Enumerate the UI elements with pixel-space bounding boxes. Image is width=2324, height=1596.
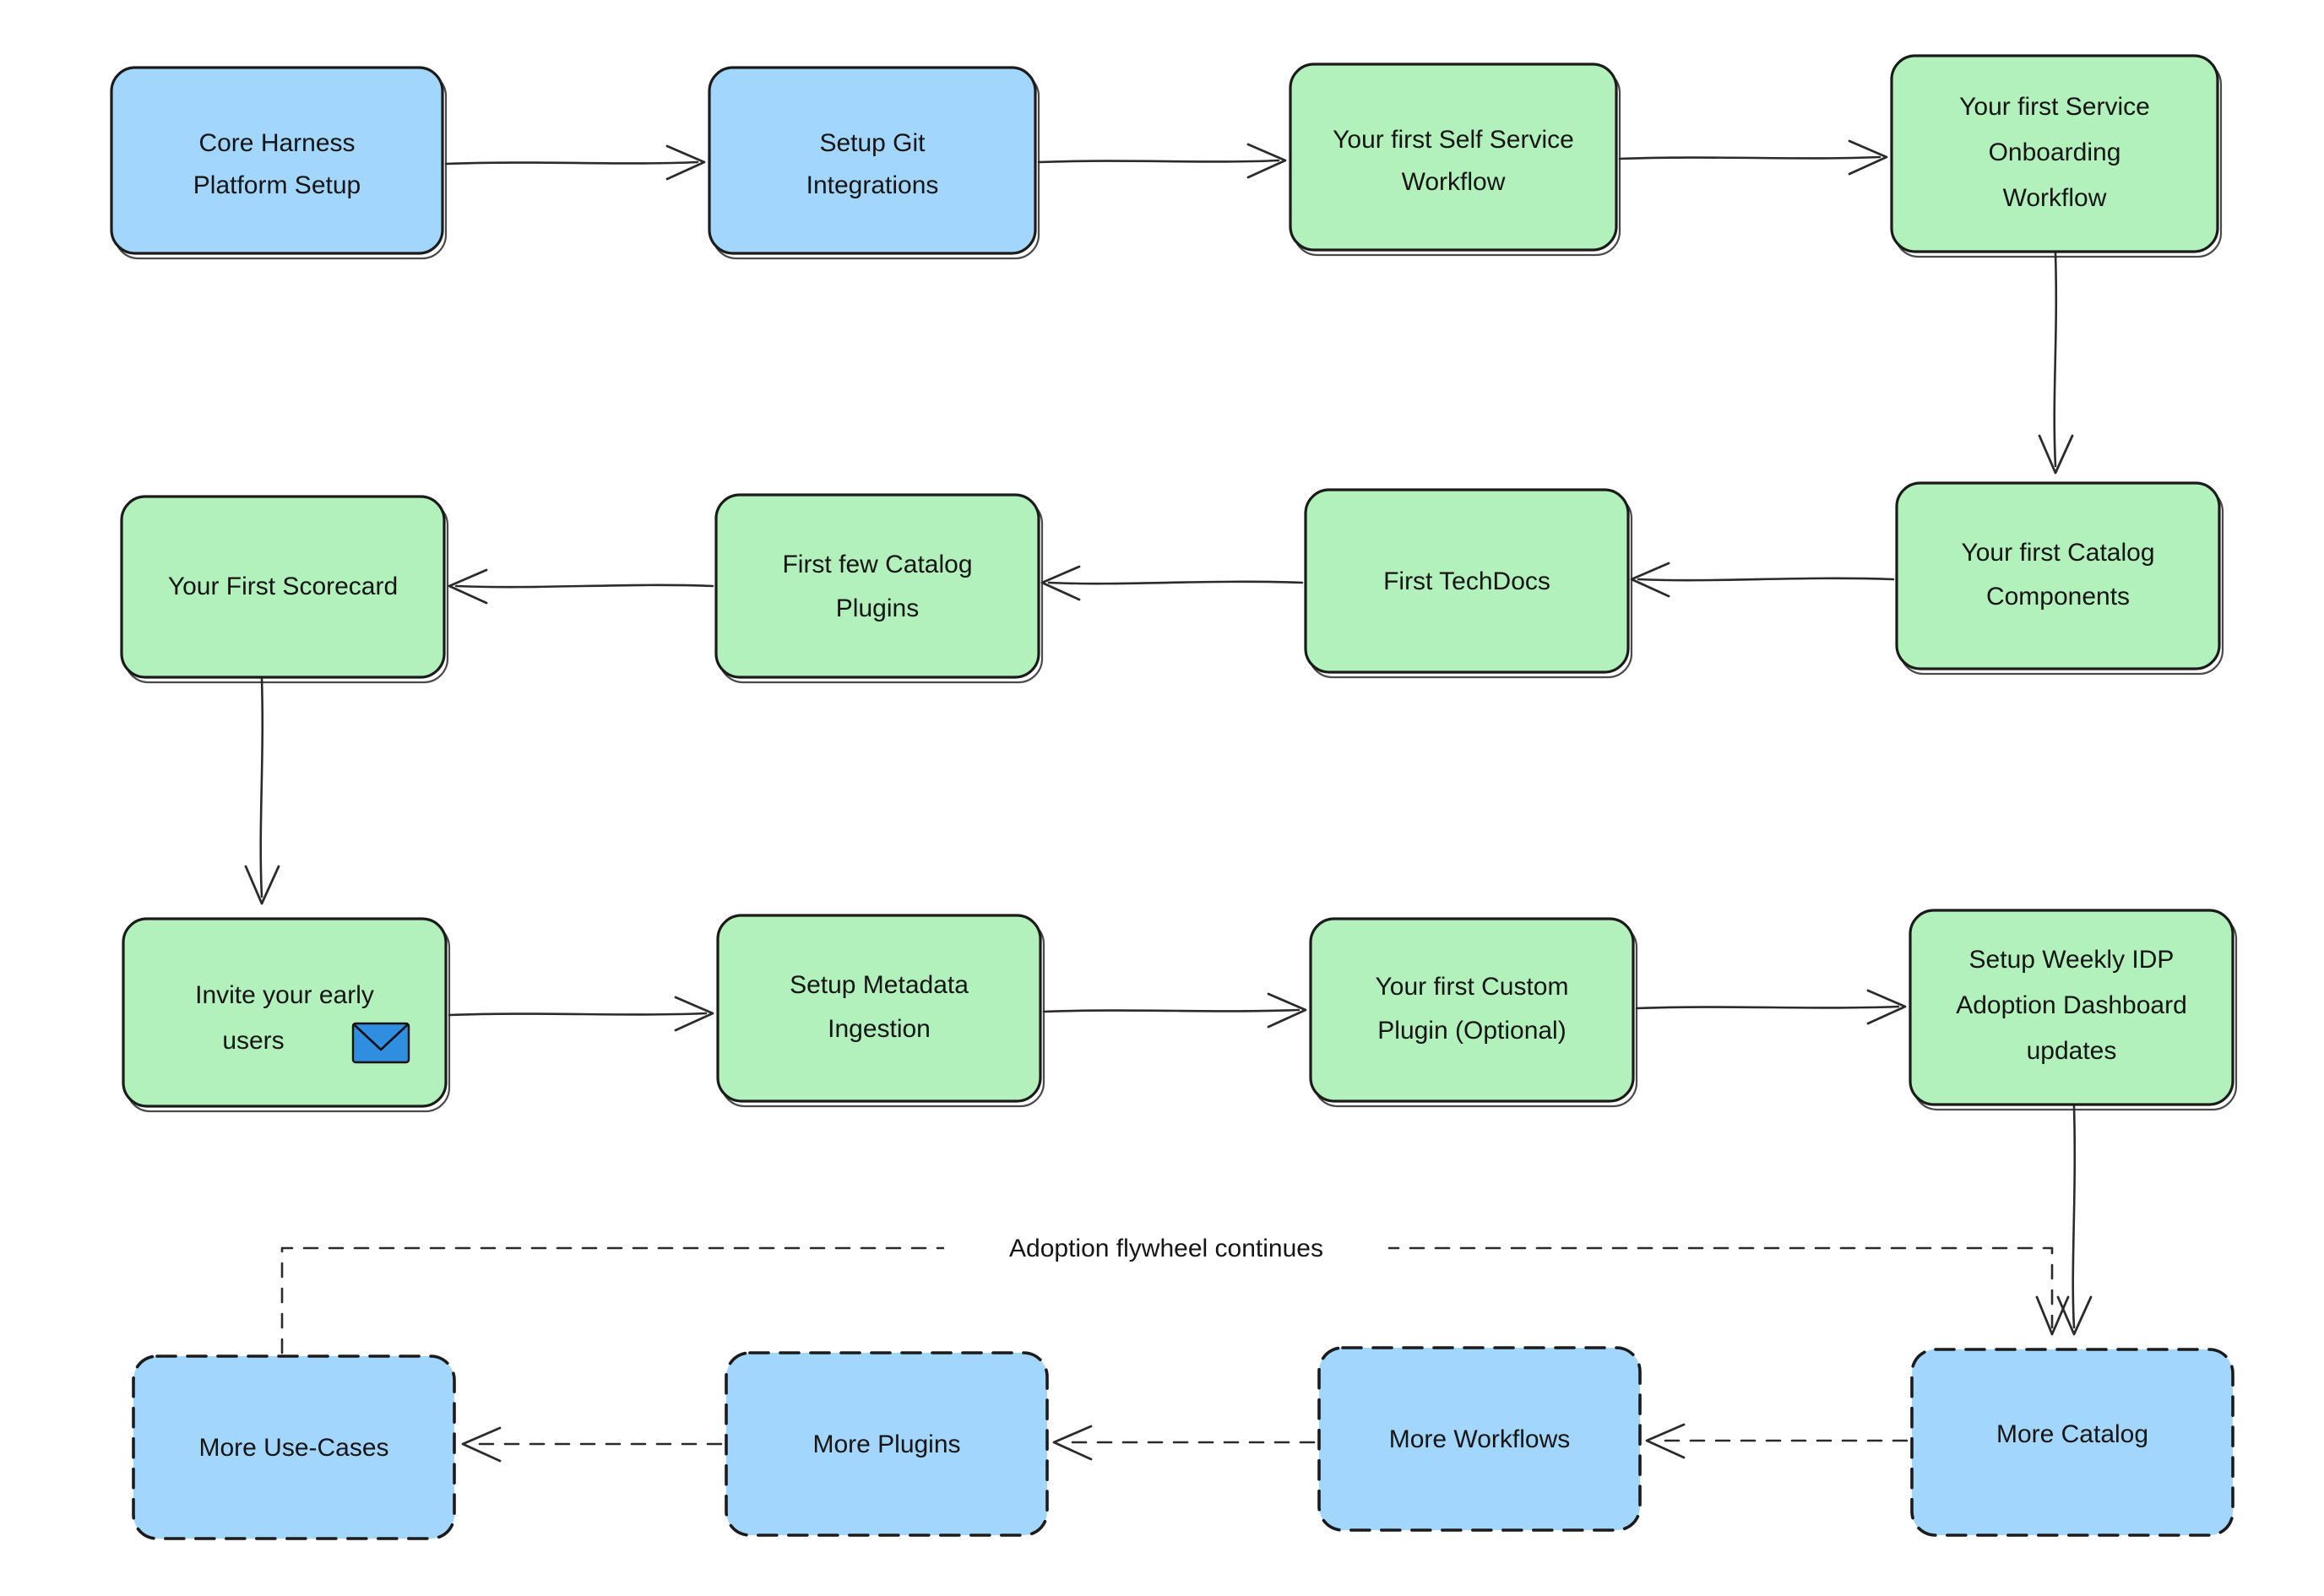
node-label-line: Invite your early (195, 981, 374, 1009)
node-label-line: Your first Self Service (1333, 126, 1574, 154)
edge-adoption-flywheel-loop: Adoption flywheel continues (280, 1226, 2070, 1354)
adoption-flywheel-label-bg (944, 1226, 1388, 1270)
node-setup-weekly-idp-adoption-dashboard-updates[interactable]: Setup Weekly IDP Adoption Dashboard upda… (1909, 909, 2238, 1111)
adoption-flywheel-label: Adoption flywheel continues (1009, 1235, 1323, 1262)
node-your-first-service-onboarding-workflow[interactable]: Your first Service Onboarding Workflow (1890, 54, 2223, 258)
node-label-line: Components (1986, 583, 2130, 611)
edge-self-service-to-onboarding (1618, 139, 1888, 176)
node-label-line: More Plugins (812, 1430, 960, 1458)
node-your-first-custom-plugin-optional[interactable]: Your first Custom Plugin (Optional) (1309, 917, 1638, 1108)
node-label-line: Core Harness (198, 129, 355, 157)
edge-more-plugins-to-more-use-cases (461, 1426, 723, 1463)
node-invite-your-early-users[interactable]: Invite your early users (122, 917, 451, 1113)
node-label-line: Adoption Dashboard (1956, 991, 2187, 1019)
edge-scorecard-to-invite-users (244, 677, 280, 905)
node-label-line: Your First Scorecard (168, 573, 398, 600)
node-label-line: updates (2027, 1037, 2117, 1065)
node-label-line: Your first Service (1959, 93, 2150, 121)
node-label-line: First TechDocs (1383, 567, 1550, 595)
node-more-use-cases[interactable]: More Use-Cases (132, 1354, 456, 1540)
node-more-catalog[interactable]: More Catalog (1910, 1348, 2234, 1537)
node-label-line: users (222, 1027, 284, 1055)
node-label-line: Platform Setup (193, 171, 361, 199)
edge-invite-users-to-metadata-ingestion (448, 996, 714, 1032)
node-label-line: More Workflows (1389, 1425, 1570, 1453)
edge-layer: Adoption flywheel continues (244, 139, 2093, 1463)
edge-setup-git-to-self-service (1037, 143, 1287, 179)
node-label-line: Setup Weekly IDP (1969, 946, 2175, 974)
edge-catalog-components-to-techdocs (1630, 562, 1895, 598)
node-label-line: More Catalog (1996, 1420, 2148, 1448)
node-label-line: Plugin (Optional) (1377, 1017, 1566, 1045)
node-label-line: Onboarding (1989, 138, 2121, 166)
node-more-plugins[interactable]: More Plugins (725, 1351, 1049, 1537)
edge-catalog-plugins-to-scorecard (448, 568, 714, 605)
node-your-first-scorecard[interactable]: Your First Scorecard (120, 495, 449, 684)
node-label-line: Setup Metadata (790, 971, 969, 999)
node-setup-git-integrations[interactable]: Setup Git Integrations (708, 66, 1040, 260)
node-label-line: Your first Custom (1376, 973, 1569, 1001)
node-label-line: Setup Git (819, 129, 926, 157)
edge-onboarding-to-catalog-components (2038, 252, 2074, 475)
node-label-line: Workflow (1402, 168, 1506, 196)
node-first-techdocs[interactable]: First TechDocs (1304, 488, 1633, 679)
node-label-line: Your first Catalog (1961, 539, 2154, 567)
edge-metadata-ingestion-to-custom-plugin (1042, 992, 1307, 1029)
node-label-line: Integrations (806, 171, 939, 199)
node-label-line: Plugins (836, 594, 919, 622)
node-label-line: Ingestion (828, 1015, 931, 1043)
node-your-first-self-service-workflow[interactable]: Your first Self Service Workflow (1289, 62, 1621, 257)
envelope-icon (351, 1022, 410, 1064)
node-first-few-catalog-plugins[interactable]: First few Catalog Plugins (714, 493, 1044, 684)
edge-custom-plugin-to-weekly-idp (1635, 989, 1907, 1025)
node-your-first-catalog-components[interactable]: Your first Catalog Components (1895, 481, 2224, 676)
node-layer: Core Harness Platform Setup Setup Git In… (110, 54, 2238, 1540)
node-label-line: Workflow (2003, 184, 2107, 212)
edge-weekly-idp-to-more-catalog (2056, 1105, 2093, 1336)
edge-core-harness-to-setup-git (444, 144, 706, 181)
edge-more-workflows-to-more-plugins (1052, 1425, 1316, 1461)
node-label-line: More Use-Cases (198, 1434, 388, 1462)
node-label-line: First few Catalog (782, 551, 972, 578)
node-more-workflows[interactable]: More Workflows (1317, 1346, 1642, 1532)
node-core-harness-platform-setup[interactable]: Core Harness Platform Setup (110, 66, 448, 260)
node-setup-metadata-ingestion[interactable]: Setup Metadata Ingestion (716, 914, 1045, 1108)
edge-techdocs-to-catalog-plugins (1040, 565, 1304, 601)
edge-more-catalog-to-more-workflows (1645, 1423, 1909, 1459)
